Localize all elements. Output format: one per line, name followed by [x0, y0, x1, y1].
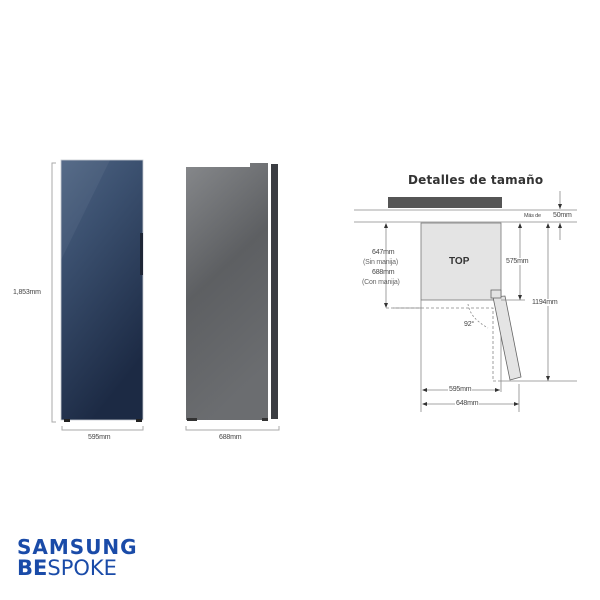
open-depth-label: 1194mm	[532, 299, 558, 306]
bespoke-bold: BE	[17, 556, 48, 580]
front-door	[60, 159, 144, 421]
samsung-bespoke-logo: SAMSUNG BESPOKE	[17, 537, 138, 579]
width-body-label: 595mm	[448, 386, 473, 393]
width-label: 595mm	[88, 434, 111, 441]
width-dimension-line	[61, 426, 144, 431]
depth-with-handle-note: (Con manija)	[362, 279, 400, 286]
width-open-label: 648mm	[455, 400, 480, 407]
height-dimension-line	[51, 162, 56, 423]
depth-no-handle: 647mm	[372, 249, 395, 256]
bespoke-wordmark: BESPOKE	[17, 557, 138, 579]
height-label: 1,853mm	[13, 289, 41, 296]
depth-with-handle: 688mm	[372, 269, 395, 276]
clearance-prefix: Más de	[524, 213, 541, 219]
size-details-title: Detalles de tamaño	[408, 173, 544, 187]
depth-label: 688mm	[219, 434, 242, 441]
side-body	[186, 163, 268, 420]
door-handle	[140, 233, 143, 275]
size-diagram	[354, 191, 577, 412]
depth-no-handle-note: (Sin manija)	[363, 259, 398, 266]
depth-dimension-line	[185, 426, 280, 431]
top-label: TOP	[449, 256, 470, 267]
bespoke-light: SPOKE	[47, 556, 117, 580]
brand-name: SAMSUNG	[17, 535, 138, 559]
door-angle-label: 92°	[464, 321, 474, 328]
arrowheads	[384, 204, 562, 406]
side-door-edge	[271, 164, 278, 419]
clearance-value: 50mm	[553, 212, 572, 219]
body-depth-label: 575mm	[506, 258, 529, 265]
